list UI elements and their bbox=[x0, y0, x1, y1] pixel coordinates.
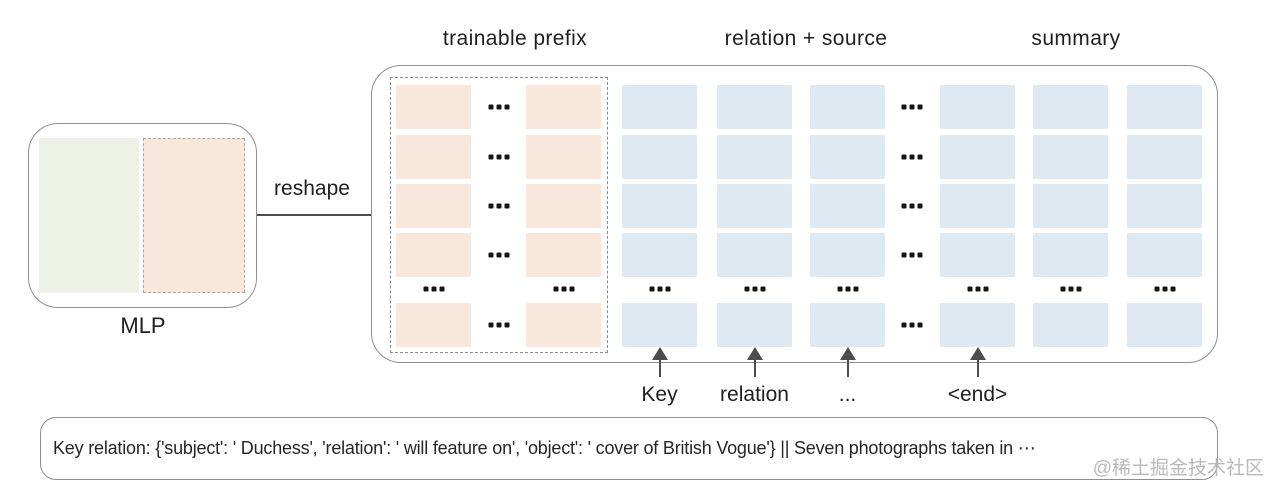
prefix-token-cell bbox=[396, 303, 471, 347]
token-cell bbox=[1033, 303, 1108, 347]
ellipsis-icon bbox=[837, 286, 858, 292]
up-arrow-icon bbox=[651, 347, 668, 377]
prefix-token-cell bbox=[396, 233, 471, 277]
token-cell bbox=[1033, 85, 1108, 129]
token-cell bbox=[717, 233, 792, 277]
prefix-token-cell bbox=[526, 135, 601, 179]
token-cell bbox=[717, 85, 792, 129]
token-cell bbox=[622, 184, 697, 228]
mlp-input-block bbox=[39, 138, 139, 293]
prefix-token-cell bbox=[396, 135, 471, 179]
reshape-label: reshape bbox=[274, 177, 350, 200]
ellipsis-icon bbox=[901, 154, 923, 160]
watermark-text: @稀土掘金技术社区 bbox=[1092, 458, 1264, 479]
token-cell bbox=[1127, 135, 1202, 179]
token-cell bbox=[1033, 184, 1108, 228]
token-cell bbox=[717, 303, 792, 347]
prefix-token-cell bbox=[526, 233, 601, 277]
prefix-token-cell bbox=[526, 85, 601, 129]
ellipsis-icon bbox=[488, 252, 510, 258]
prefix-token-cell bbox=[396, 184, 471, 228]
token-cell bbox=[940, 85, 1015, 129]
label-trainable-prefix: trainable prefix bbox=[442, 27, 588, 50]
token-cell bbox=[810, 233, 885, 277]
token-label: relation bbox=[720, 383, 789, 406]
ellipsis-icon bbox=[488, 322, 510, 328]
mlp-box bbox=[28, 123, 257, 308]
label-summary: summary bbox=[1031, 27, 1121, 50]
token-cell bbox=[1127, 233, 1202, 277]
token-cell bbox=[1127, 85, 1202, 129]
prefix-token-cell bbox=[526, 303, 601, 347]
prefix-token-cell bbox=[526, 184, 601, 228]
token-cell bbox=[622, 85, 697, 129]
ellipsis-icon bbox=[901, 104, 923, 110]
token-label: <end> bbox=[947, 383, 1008, 406]
token-cell bbox=[622, 303, 697, 347]
token-cell bbox=[717, 135, 792, 179]
token-cell bbox=[1033, 233, 1108, 277]
token-cell bbox=[1033, 135, 1108, 179]
ellipsis-icon bbox=[649, 286, 670, 292]
mlp-output-block bbox=[143, 138, 245, 293]
reshape-arrow-icon bbox=[257, 214, 379, 216]
ellipsis-icon bbox=[488, 203, 510, 209]
token-cell bbox=[810, 85, 885, 129]
ellipsis-icon bbox=[744, 286, 765, 292]
token-cell bbox=[940, 184, 1015, 228]
token-cell bbox=[810, 184, 885, 228]
token-cell bbox=[622, 135, 697, 179]
token-cell bbox=[622, 233, 697, 277]
token-cell bbox=[717, 184, 792, 228]
up-arrow-icon bbox=[839, 347, 856, 377]
token-cell bbox=[810, 135, 885, 179]
label-relation-source: relation + source bbox=[724, 27, 888, 50]
prompt-text: Key relation: {'subject': ' Duchess', 'r… bbox=[53, 438, 1036, 458]
token-cell bbox=[940, 233, 1015, 277]
ellipsis-icon bbox=[488, 154, 510, 160]
prompt-box: Key relation: {'subject': ' Duchess', 'r… bbox=[40, 417, 1218, 480]
token-cell bbox=[1127, 184, 1202, 228]
prefix-token-cell bbox=[396, 85, 471, 129]
token-cell bbox=[810, 303, 885, 347]
ellipsis-icon bbox=[967, 286, 988, 292]
ellipsis-icon bbox=[488, 104, 510, 110]
ellipsis-icon bbox=[901, 252, 923, 258]
ellipsis-icon bbox=[423, 286, 444, 292]
up-arrow-icon bbox=[746, 347, 763, 377]
ellipsis-icon bbox=[553, 286, 574, 292]
token-cell bbox=[1127, 303, 1202, 347]
up-arrow-icon bbox=[969, 347, 986, 377]
token-cell bbox=[940, 303, 1015, 347]
ellipsis-icon bbox=[901, 322, 923, 328]
token-label: Key bbox=[641, 383, 678, 406]
ellipsis-icon bbox=[1060, 286, 1081, 292]
trainable-prefix-region bbox=[390, 77, 608, 353]
ellipsis-icon bbox=[901, 203, 923, 209]
mlp-label: MLP bbox=[120, 313, 166, 338]
token-label: ... bbox=[838, 383, 857, 406]
token-cell bbox=[940, 135, 1015, 179]
ellipsis-icon bbox=[1154, 286, 1175, 292]
